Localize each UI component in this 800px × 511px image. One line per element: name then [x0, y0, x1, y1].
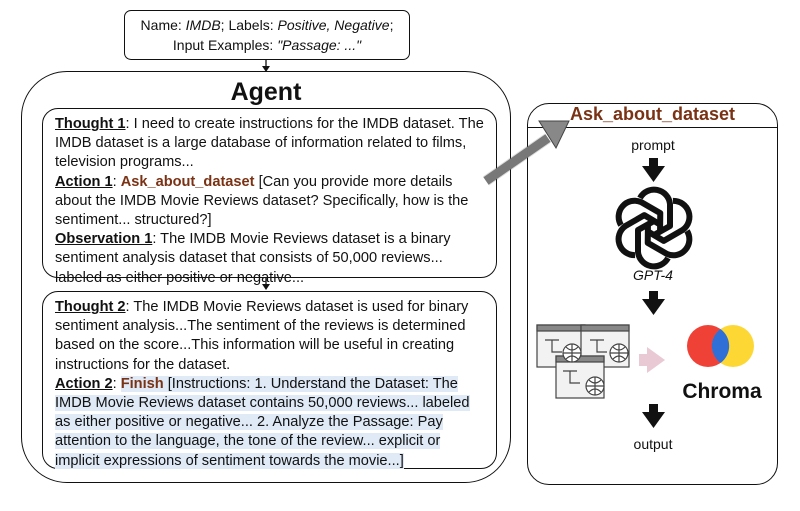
prompt-down-arrow: [642, 158, 665, 182]
action-1-text: [Can you provide more details about the …: [55, 173, 469, 229]
agent-step-2: Thought 2: The IMDB Movie Reviews datase…: [42, 291, 497, 469]
action-1-sep: :: [112, 173, 121, 190]
prompt-label: prompt: [631, 137, 675, 153]
action-1-label: Action 1: [55, 173, 113, 190]
agent-title: Agent: [230, 78, 302, 106]
openai-logo-icon: [615, 186, 693, 270]
observation-1-text: : The IMDB Movie Reviews dataset is a bi…: [55, 231, 451, 286]
input-to-agent-arrow: [262, 60, 270, 72]
chroma-logo-icon: [687, 325, 754, 367]
line-end: ;: [389, 17, 394, 33]
chroma-label: Chroma: [682, 380, 762, 403]
thought-2-label: Thought 2: [55, 299, 126, 315]
examples-label: Input Examples:: [172, 37, 278, 53]
action-2-text: [Instructions: 1. Understand the Dataset…: [55, 375, 470, 469]
action-2-tool: Finish: [120, 375, 164, 392]
thought-1-label: Thought 1: [55, 116, 126, 132]
tool-title-divider: [527, 127, 778, 128]
labels-label: ; Labels:: [220, 17, 278, 33]
thought-2-text: : The IMDB Movie Reviews dataset is used…: [55, 299, 469, 373]
datasets-network-icon: [536, 324, 630, 399]
input-spec-box: Name: IMDB; Labels: Positive, Negative; …: [124, 10, 410, 60]
thought-1-text: : I need to create instructions for the …: [55, 116, 484, 171]
gpt4-label: GPT-4: [633, 267, 673, 283]
name-value: IMDB: [185, 17, 221, 33]
observation-1-label: Observation 1: [55, 231, 153, 248]
action-2-sep: :: [112, 375, 121, 392]
action-2-label: Action 2: [55, 375, 113, 392]
labels-value: Positive, Negative: [277, 17, 390, 33]
agent-step-1: Thought 1: I need to create instructions…: [42, 108, 497, 286]
output-down-arrow: [642, 404, 665, 428]
call-tool-arrow: [482, 120, 570, 186]
tool-title: Ask_about_dataset: [569, 104, 736, 124]
input-line-2: Input Examples: "Passage: ...": [125, 35, 409, 55]
input-line-1: Name: IMDB; Labels: Positive, Negative;: [125, 15, 409, 35]
data-to-chroma-arrow: [639, 347, 665, 373]
step1-to-step2-arrow: [262, 278, 270, 290]
name-label: Name:: [140, 17, 186, 33]
action-1-tool: Ask_about_dataset: [120, 173, 255, 190]
examples-value: "Passage: ...": [277, 37, 362, 53]
gpt4-down-arrow: [642, 291, 665, 315]
output-label: output: [633, 436, 673, 452]
